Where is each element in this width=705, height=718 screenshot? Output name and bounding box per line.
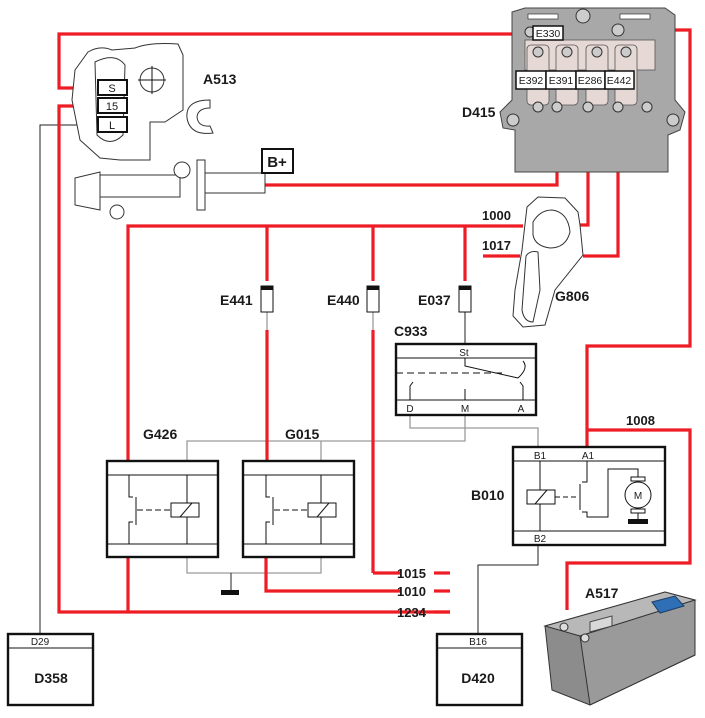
label-g806: G806 bbox=[555, 288, 589, 304]
component-a517[interactable]: A517 bbox=[543, 585, 697, 706]
pin-m: M bbox=[461, 404, 469, 415]
signal-wires bbox=[39, 124, 539, 634]
inline-fuses: E441 E440 E037 bbox=[220, 285, 472, 313]
wire-relay-ground bbox=[186, 556, 322, 574]
pin-l: L bbox=[109, 120, 115, 132]
fuse-e391: E391 bbox=[549, 75, 574, 87]
wire-labels: 1015 1010 1234 bbox=[397, 566, 427, 620]
component-d415[interactable]: E330 E392 E391 E286 E442 D415 bbox=[462, 7, 686, 173]
label-b010: B010 bbox=[471, 487, 505, 503]
component-d358[interactable]: D29 D358 bbox=[6, 632, 95, 707]
label-e440: E440 bbox=[327, 292, 360, 308]
fuse-e330: E330 bbox=[536, 28, 561, 40]
label-a517: A517 bbox=[585, 585, 619, 601]
fuse-e286: E286 bbox=[578, 75, 603, 87]
label-d358: D358 bbox=[34, 670, 68, 686]
wire-label-1010: 1010 bbox=[397, 584, 426, 599]
wire-label-1015: 1015 bbox=[397, 566, 426, 581]
wire-b2-to-d420 bbox=[477, 545, 539, 634]
pin-d29: D29 bbox=[31, 637, 50, 648]
wire-label-1234: 1234 bbox=[397, 605, 427, 620]
wire-label-1008: 1008 bbox=[626, 413, 655, 428]
component-g426[interactable]: G426 bbox=[105, 426, 220, 559]
component-g806[interactable]: G806 1000 1017 bbox=[482, 196, 589, 328]
component-g015[interactable]: G015 bbox=[241, 426, 356, 559]
label-c933: C933 bbox=[394, 323, 428, 339]
label-e441: E441 bbox=[220, 292, 253, 308]
component-b010[interactable]: M B1 A1 B2 B010 1008 bbox=[471, 413, 667, 547]
wire-label-1017: 1017 bbox=[482, 238, 511, 253]
terminal-bplus: B+ bbox=[267, 154, 287, 171]
component-d420[interactable]: B16 D420 bbox=[435, 632, 524, 707]
label-g015: G015 bbox=[285, 426, 319, 442]
ground-symbol bbox=[221, 590, 239, 595]
pin-15: 15 bbox=[106, 101, 118, 113]
pin-d: D bbox=[406, 404, 413, 415]
component-a513[interactable]: S 15 L A513 B+ bbox=[71, 43, 294, 220]
label-d420: D420 bbox=[461, 670, 495, 686]
label-e037: E037 bbox=[418, 292, 451, 308]
motor-m: M bbox=[634, 491, 642, 502]
pin-a1: A1 bbox=[582, 451, 595, 462]
fuse-e442: E442 bbox=[607, 75, 632, 87]
label-g426: G426 bbox=[143, 426, 177, 442]
component-c933[interactable]: C933 St D M A bbox=[394, 323, 538, 417]
pin-b2: B2 bbox=[534, 534, 547, 545]
label-d415: D415 bbox=[462, 104, 496, 120]
pin-a: A bbox=[518, 404, 525, 415]
wire-c933-m-to-relays bbox=[186, 416, 466, 461]
pin-b1: B1 bbox=[534, 451, 547, 462]
fuse-e392: E392 bbox=[519, 75, 544, 87]
pin-b16: B16 bbox=[469, 637, 487, 648]
pin-s: S bbox=[108, 83, 115, 95]
pin-st: St bbox=[459, 348, 469, 359]
wire-1008-to-battery bbox=[565, 428, 692, 610]
wire-label-1000: 1000 bbox=[482, 208, 511, 223]
wire-c933-to-b010 bbox=[409, 416, 539, 448]
wire-1000-bus bbox=[126, 224, 523, 461]
label-a513: A513 bbox=[203, 71, 237, 87]
